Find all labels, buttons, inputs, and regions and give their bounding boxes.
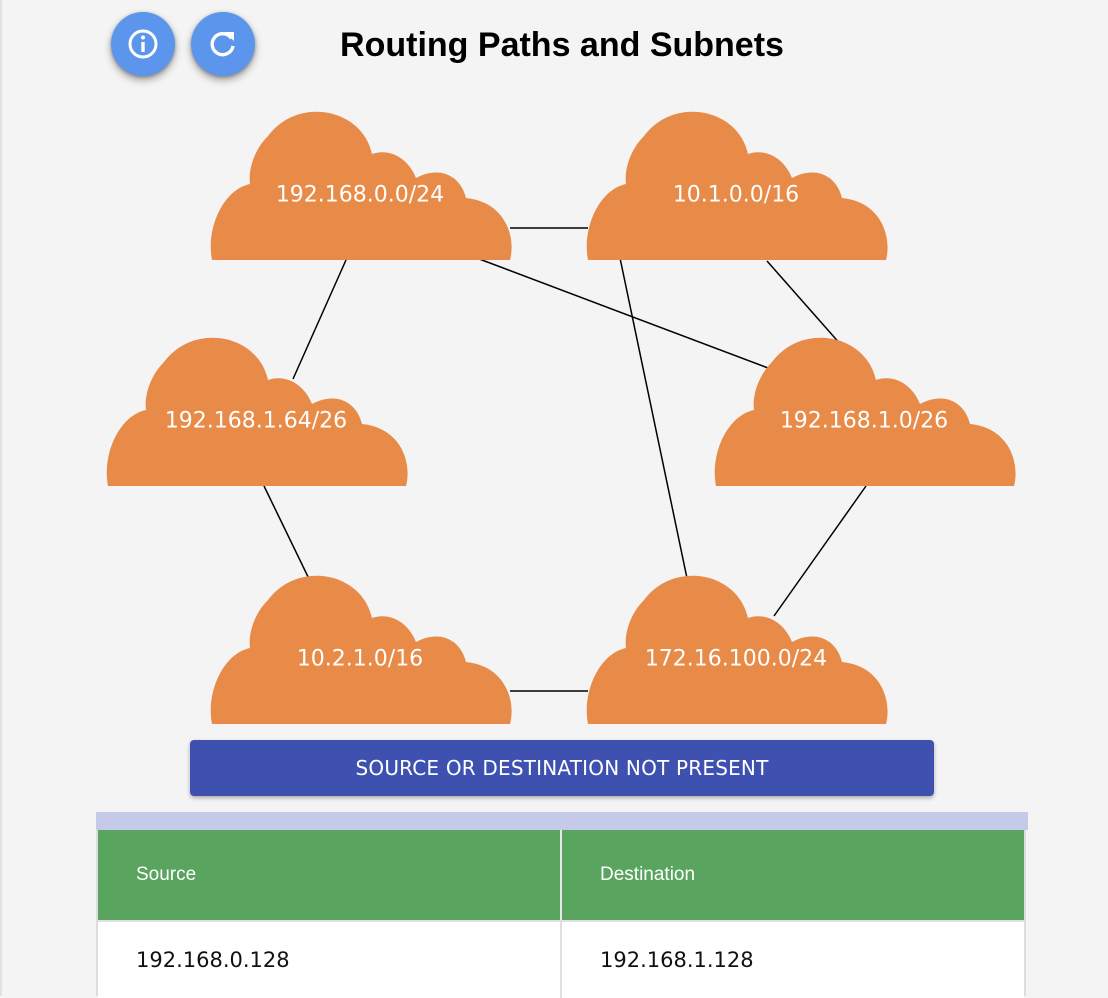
link-n3-n5 bbox=[263, 485, 313, 586]
subnet-cloud-n3[interactable]: 192.168.1.64/26 bbox=[106, 337, 408, 486]
subnet-cloud-n6[interactable]: 172.16.100.0/24 bbox=[586, 575, 888, 724]
link-n1-n4 bbox=[473, 256, 769, 369]
info-button[interactable] bbox=[111, 12, 175, 76]
table-header: Source Destination bbox=[98, 830, 1024, 922]
cell-destination: 192.168.1.128 bbox=[560, 922, 1024, 998]
subnet-cloud-n2[interactable]: 10.1.0.0/16 bbox=[586, 111, 888, 260]
table-row: 192.168.0.128 192.168.1.128 bbox=[98, 922, 1024, 998]
node-layer: 192.168.0.0/24 10.1.0.0/16 192.168.1.64/26… bbox=[106, 111, 1016, 724]
subnet-label: 172.16.100.0/24 bbox=[645, 647, 827, 672]
link-n2-n6 bbox=[619, 257, 689, 584]
subnet-label: 192.168.1.0/26 bbox=[780, 409, 948, 434]
table-top-bar bbox=[96, 812, 1028, 830]
link-n2-n4 bbox=[766, 260, 843, 347]
subnet-cloud-n4[interactable]: 192.168.1.0/26 bbox=[714, 337, 1016, 486]
info-icon bbox=[128, 29, 158, 59]
subnet-label: 10.1.0.0/16 bbox=[673, 183, 799, 208]
edge-layer bbox=[263, 227, 867, 692]
header-source: Source bbox=[136, 864, 197, 885]
link-n1-n3 bbox=[292, 259, 347, 380]
subnet-label: 10.2.1.0/16 bbox=[297, 647, 423, 672]
refresh-icon bbox=[210, 31, 235, 57]
subnet-cloud-n5[interactable]: 10.2.1.0/16 bbox=[210, 575, 512, 724]
path-status-button[interactable]: SOURCE OR DESTINATION NOT PRESENT bbox=[190, 740, 934, 796]
cell-source: 192.168.0.128 bbox=[136, 948, 290, 972]
route-table: Source Destination 192.168.0.128 192.168… bbox=[96, 830, 1026, 998]
subnet-cloud-n1[interactable]: 192.168.0.0/24 bbox=[210, 111, 512, 260]
page-title: Routing Paths and Subnets bbox=[340, 26, 784, 64]
refresh-button[interactable] bbox=[191, 12, 255, 76]
link-n4-n6 bbox=[773, 485, 867, 617]
header-destination: Destination bbox=[560, 830, 1024, 920]
network-diagram: 192.168.0.0/24 10.1.0.0/16 192.168.1.64/26… bbox=[106, 111, 1016, 724]
subnet-label: 192.168.0.0/24 bbox=[276, 183, 444, 208]
page-border bbox=[0, 0, 2, 996]
subnet-label: 192.168.1.64/26 bbox=[165, 409, 347, 434]
